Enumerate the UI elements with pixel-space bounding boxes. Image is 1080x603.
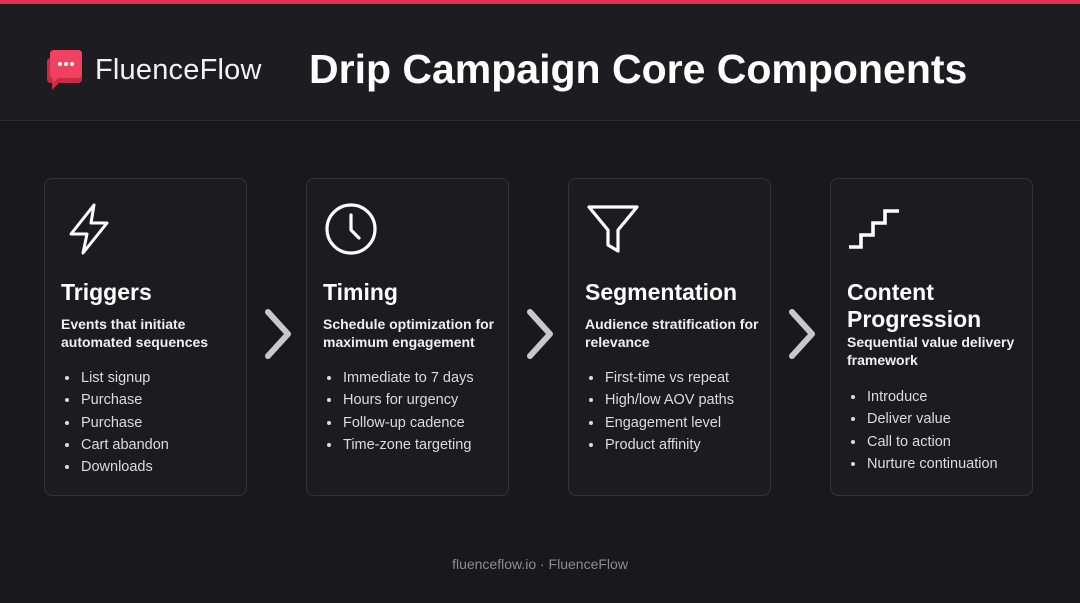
list-item: Immediate to 7 days [327,367,474,389]
component-card-timing: Timing Schedule optimization for maximum… [306,178,509,496]
list-item: First-time vs repeat [589,367,734,389]
funnel-icon [587,205,639,253]
list-item: Introduce [851,386,998,408]
component-card-triggers: Triggers Events that initiate automated … [44,178,247,496]
card-list: First-time vs repeat High/low AOV paths … [585,367,734,456]
footer-text: fluenceflow.io · FluenceFlow [452,556,628,572]
chat-bubble-logo-icon [47,50,82,90]
list-item: List signup [65,367,169,389]
list-item: Call to action [851,431,998,453]
top-accent-bar [0,0,1080,4]
list-item: Time-zone targeting [327,434,474,456]
list-item: Purchase [65,412,169,434]
card-title: Triggers [61,279,152,305]
card-subtitle: Events that initiate automated sequences [61,316,209,350]
list-item: High/low AOV paths [589,389,734,411]
clock-icon [325,203,377,255]
card-title: Content Progression [847,279,982,332]
card-subtitle: Schedule optimization for maximum engage… [323,316,495,350]
card-title: Timing [323,279,398,305]
header: FluenceFlow Drip Campaign Core Component… [0,4,1080,121]
list-item: Hours for urgency [327,389,474,411]
list-item: Cart abandon [65,434,169,456]
card-title: Segmentation [585,279,738,305]
list-item: Nurture continuation [851,453,998,475]
card-list: List signup Purchase Purchase Cart aband… [61,367,169,478]
stairs-icon [849,209,899,249]
page-title: Drip Campaign Core Components [309,46,968,92]
list-item: Engagement level [589,412,734,434]
card-subtitle: Audience stratification for relevance [585,316,759,350]
brand-name: FluenceFlow [95,54,262,86]
component-card-segmentation: Segmentation Audience stratification for… [568,178,771,496]
list-item: Product affinity [589,434,734,456]
list-item: Follow-up cadence [327,412,474,434]
card-subtitle: Sequential value delivery framework [847,334,1015,368]
chevron-right-icon [789,309,815,359]
list-item: Deliver value [851,408,998,430]
chevron-right-icon [527,309,553,359]
card-list: Introduce Deliver value Call to action N… [847,386,998,475]
chevron-right-icon [265,309,291,359]
list-item: Purchase [65,389,169,411]
lightning-icon [69,203,109,255]
component-card-content-progression: Content Progression Sequential value del… [830,178,1033,496]
card-list: Immediate to 7 days Hours for urgency Fo… [323,367,474,456]
list-item: Downloads [65,456,169,478]
